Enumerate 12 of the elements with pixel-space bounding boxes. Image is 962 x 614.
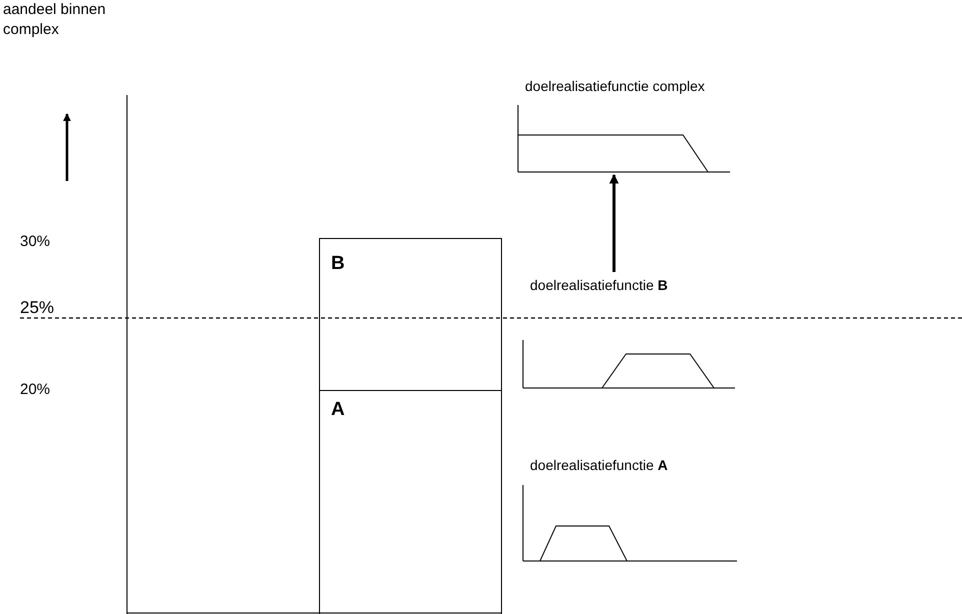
axis-title: aandeel binnen complex	[3, 0, 107, 40]
tick-label: 20%	[20, 381, 50, 398]
function-title: doelrealisatiefunctie complex	[525, 78, 705, 94]
function-title: doelrealisatiefunctie B	[530, 277, 668, 293]
function-title: doelrealisatiefunctie A	[530, 457, 668, 473]
bar-segment	[319, 238, 502, 391]
tick-label: 30%	[20, 233, 50, 250]
bar-segment	[319, 390, 502, 614]
segment-label: A	[331, 399, 345, 421]
tick-label: 25%	[20, 298, 54, 318]
segment-label: B	[331, 253, 345, 275]
arrow	[609, 174, 619, 272]
